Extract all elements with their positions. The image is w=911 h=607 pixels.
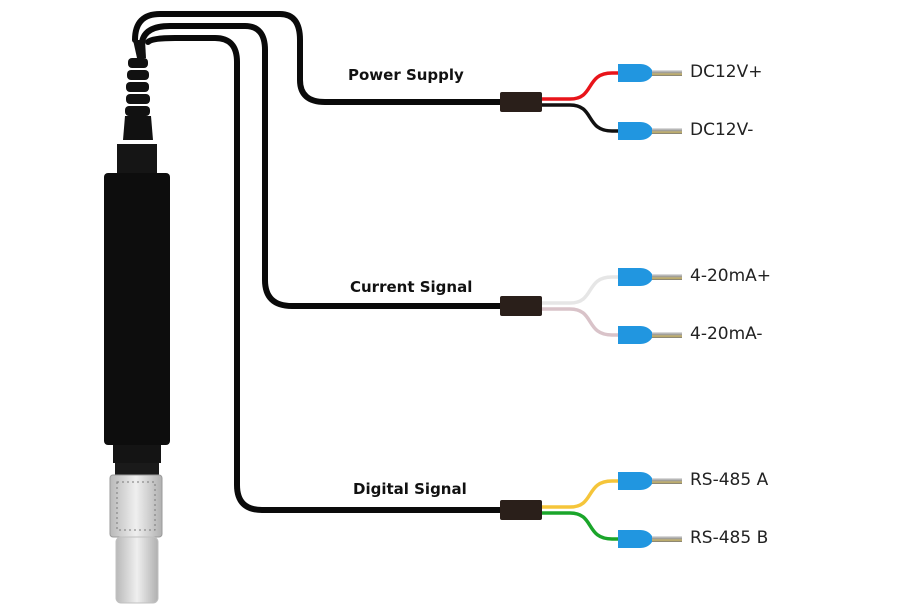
wire-dc12v- (540, 71, 622, 101)
ferrule-icon (618, 472, 652, 490)
thread-bottom (115, 463, 159, 475)
power-cable (132, 11, 505, 105)
heat-shrink-sleeve (500, 500, 542, 520)
wire-4-20ma- (540, 307, 622, 337)
pin-icon (652, 274, 682, 280)
wire-rs-485-a (540, 479, 622, 509)
pin-icon (652, 128, 682, 134)
digital-signal-cable (145, 35, 505, 513)
terminal-label: RS-485 B (690, 528, 769, 548)
sensor-tip (115, 536, 159, 604)
pin-icon (652, 70, 682, 76)
terminal-label: RS-485 A (690, 470, 769, 490)
digital-signal-label: Digital Signal (353, 480, 467, 498)
heat-shrink-sleeve (500, 296, 542, 316)
terminal-label: DC12V+ (690, 62, 763, 82)
ferrule-icon (618, 268, 652, 286)
wire-rs-485-b (540, 511, 622, 541)
wire-4-20ma- (540, 275, 622, 305)
terminal-label: 4-20mA- (690, 324, 763, 344)
ferrule-icon (618, 326, 652, 344)
strain-relief (123, 58, 153, 140)
heat-shrink-sleeve (500, 92, 542, 112)
pin-icon (652, 332, 682, 338)
terminal-label: 4-20mA+ (690, 266, 772, 286)
ferrule-icon (618, 64, 652, 82)
ferrule-icon (618, 122, 652, 140)
power-supply-label: Power Supply (348, 66, 464, 84)
probe-body (104, 173, 170, 445)
current-signal-label: Current Signal (350, 278, 473, 296)
thread-top (117, 144, 157, 174)
pin-icon (652, 536, 682, 542)
collar (113, 445, 161, 463)
ferrule-icon (618, 530, 652, 548)
sensor-probe (104, 40, 170, 604)
terminal-label: DC12V- (690, 120, 754, 140)
transparent-cap (109, 474, 163, 538)
wire-dc12v- (540, 103, 622, 133)
pin-icon (652, 478, 682, 484)
current-signal-cable (139, 23, 505, 309)
cables (132, 11, 505, 513)
